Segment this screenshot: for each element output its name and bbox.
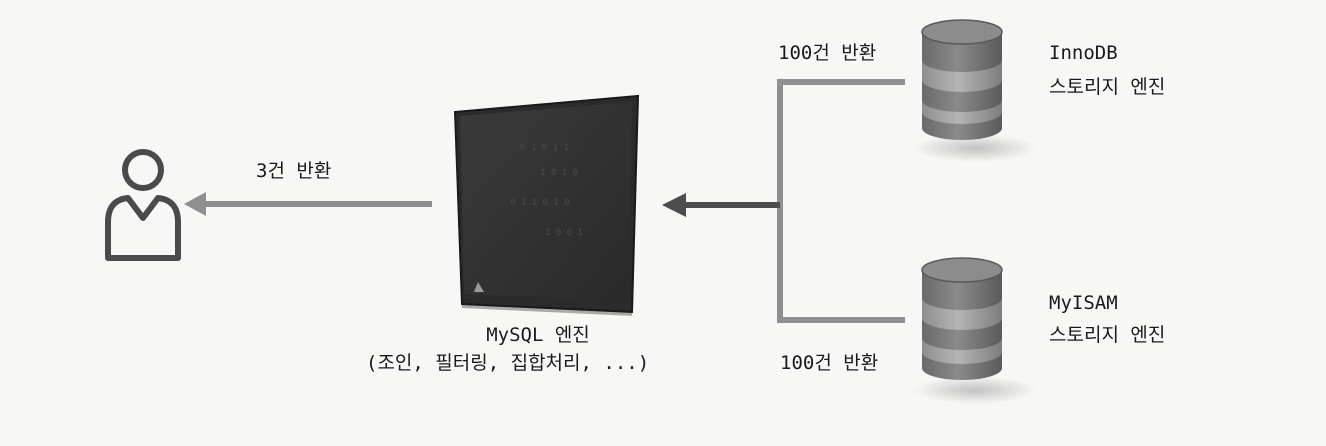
storage-bracket — [662, 79, 905, 323]
myisam-database-icon — [913, 257, 1037, 404]
svg-text:0 1 1 0 1 0: 0 1 1 0 1 0 — [510, 198, 570, 208]
innodb-name-label: InnoDB — [1049, 42, 1118, 64]
engine-description-label: (조인, 필터링, 집합처리, ...) — [366, 352, 650, 374]
mysql-engine-box: 0 1 0 1 1 1 0 1 0 0 1 1 0 1 0 1 0 0 1 — [453, 94, 640, 316]
svg-text:0 1 0 1 1: 0 1 0 1 1 — [520, 143, 569, 153]
innodb-returned-label: 100건 반환 — [778, 42, 877, 64]
engine-name-label: MySQL 엔진 — [486, 324, 590, 346]
myisam-subtitle-label: 스토리지 엔진 — [1049, 324, 1166, 346]
user-returned-label: 3건 반환 — [256, 160, 332, 182]
svg-text:1 0 1 0: 1 0 1 0 — [540, 168, 578, 178]
myisam-returned-label: 100건 반환 — [780, 352, 879, 374]
result-arrow-to-user — [184, 192, 432, 216]
myisam-name-label: MyISAM — [1049, 292, 1118, 314]
user-icon — [105, 149, 181, 261]
innodb-subtitle-label: 스토리지 엔진 — [1049, 76, 1166, 98]
innodb-database-icon — [913, 19, 1037, 162]
svg-text:1 0 0 1: 1 0 0 1 — [545, 228, 583, 238]
